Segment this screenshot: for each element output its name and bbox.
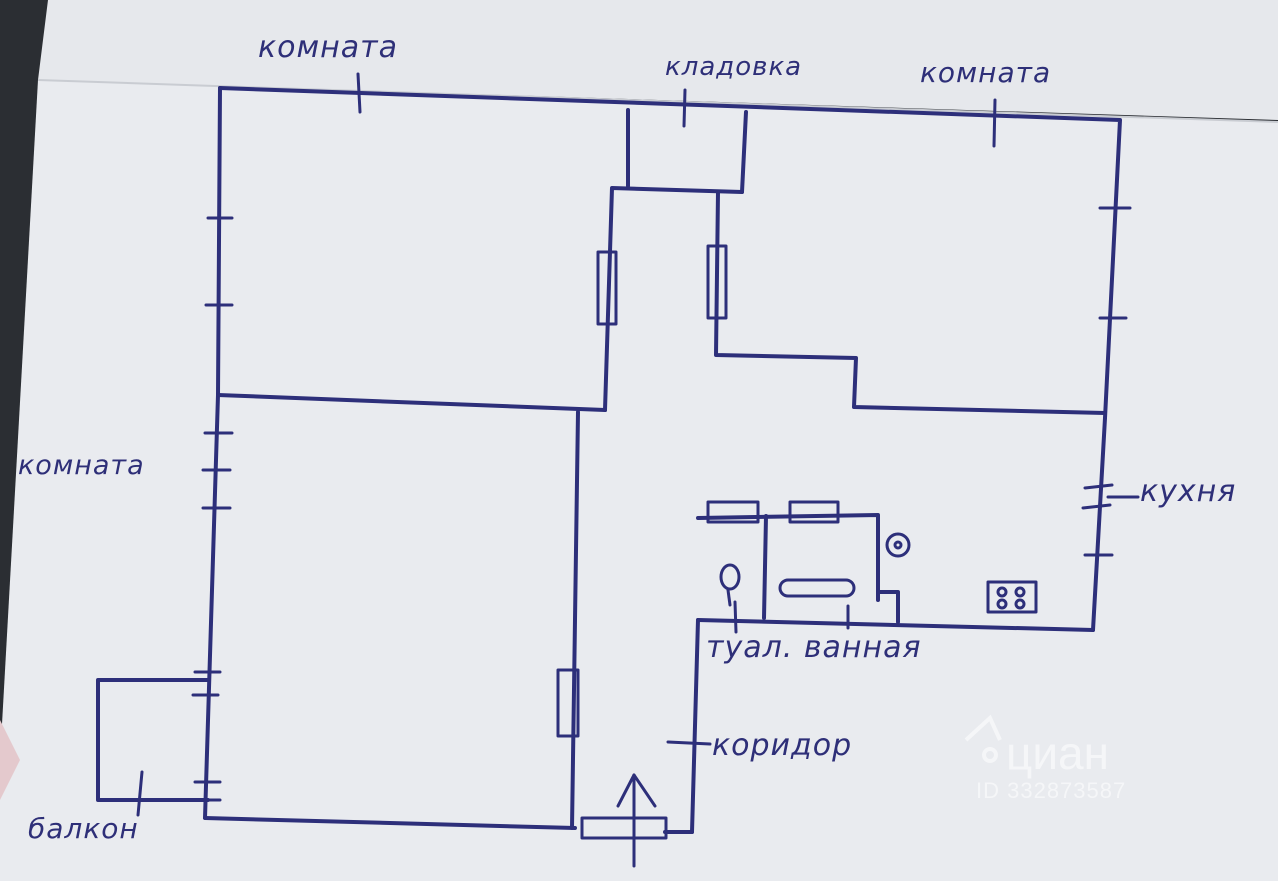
label-toilet-bath: туал. ванная: [706, 630, 922, 665]
label-room-top-right: комната: [920, 56, 1052, 89]
water-heater-icon: [885, 532, 911, 558]
label-corridor: коридор: [712, 728, 853, 763]
balcony-outline: [96, 678, 210, 817]
bathtub-icon: [778, 578, 856, 598]
door-left-lower-room: [556, 668, 580, 738]
interior-walls: [216, 108, 1107, 830]
cian-logo-icon: [964, 714, 1002, 763]
label-storage: кладовка: [665, 52, 803, 82]
label-ticks: [666, 495, 1140, 746]
watermark-id: ID 332873587: [976, 778, 1127, 803]
door-left-room: [596, 250, 618, 326]
label-room-left: комната: [18, 450, 145, 481]
watermark-brand: циан: [1006, 727, 1110, 779]
entrance-arrow-icon: [616, 773, 657, 868]
paper-corner: [0, 720, 20, 800]
stove-icon: [986, 580, 1038, 614]
label-kitchen: кухня: [1140, 474, 1237, 509]
door-bathroom: [788, 500, 840, 524]
doors: [556, 244, 840, 840]
window-marks: [191, 72, 1132, 802]
lower-paper-sheet: [0, 80, 1278, 881]
entrance-door: [580, 816, 668, 840]
door-toilet: [706, 500, 760, 524]
door-right-room: [706, 244, 728, 320]
toilet-icon: [719, 563, 741, 591]
label-room-top-left: комната: [258, 30, 398, 65]
fixtures: [719, 532, 1038, 630]
label-balcony: балкон: [28, 812, 139, 845]
